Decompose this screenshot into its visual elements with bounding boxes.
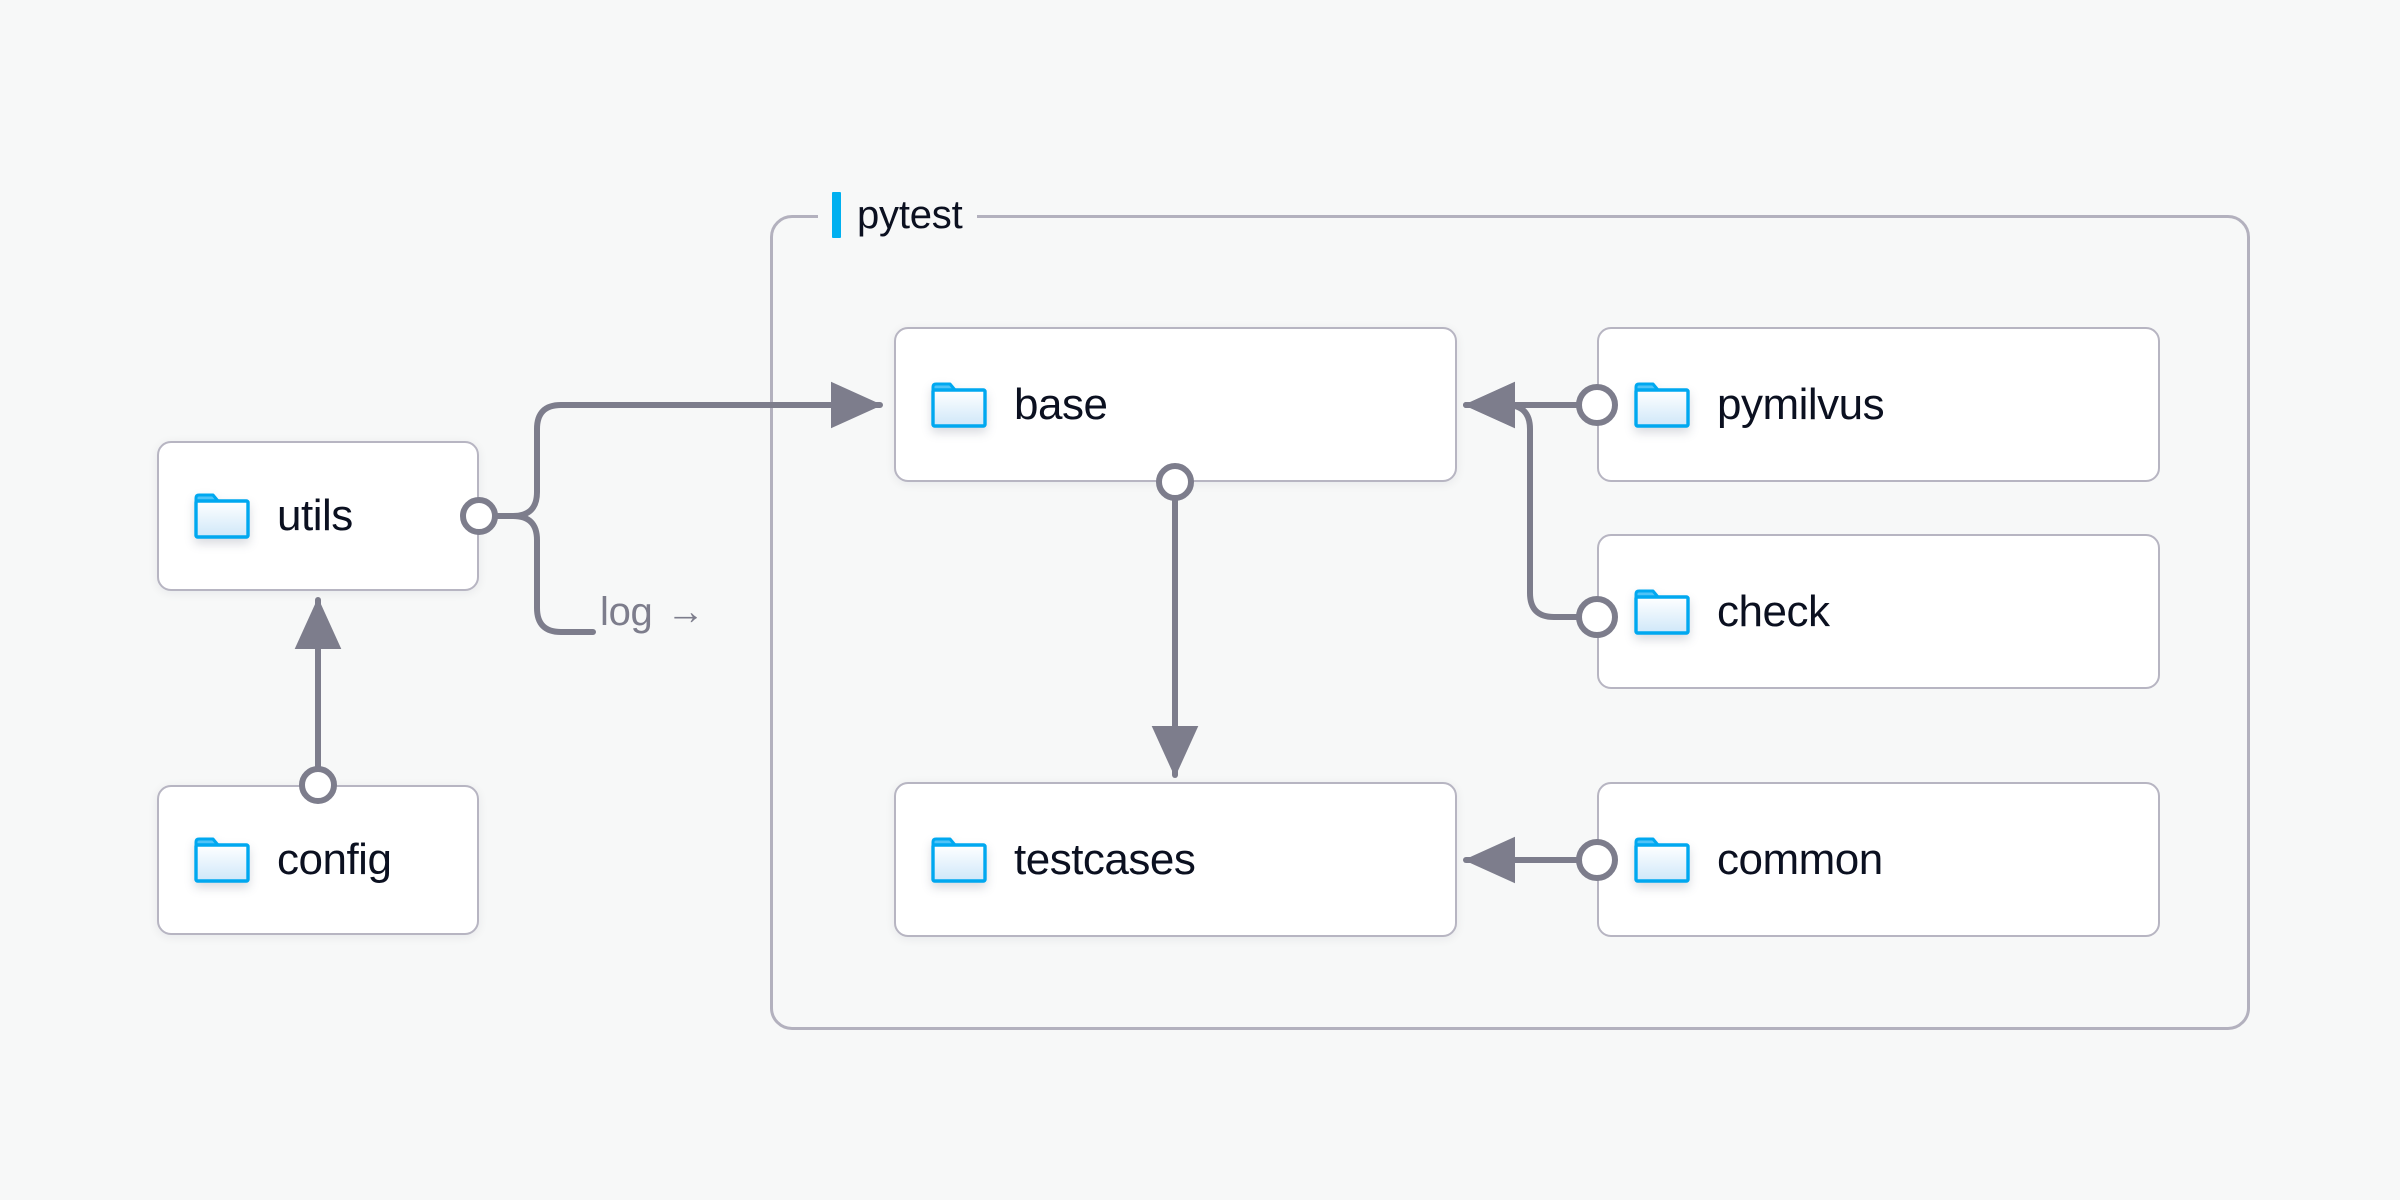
node-label: config <box>277 835 392 884</box>
node-label: testcases <box>1014 834 1196 884</box>
node-label: check <box>1717 586 1830 636</box>
edge-label-log: log → <box>600 592 704 632</box>
edge-utils-to-pytest-log <box>476 513 596 635</box>
folder-icon <box>1634 837 1690 883</box>
folder-icon <box>1634 382 1690 428</box>
group-title: pytest <box>857 192 963 237</box>
node-testcases[interactable]: testcases <box>894 782 1457 937</box>
folder-icon <box>1634 589 1690 635</box>
folder-icon <box>931 382 987 428</box>
node-pymilvus[interactable]: pymilvus <box>1597 327 2160 482</box>
node-base[interactable]: base <box>894 327 1457 482</box>
group-container-pytest[interactable] <box>770 215 2250 1030</box>
node-label: utils <box>277 491 353 540</box>
node-config[interactable]: config <box>157 785 479 935</box>
group-label-pytest: pytest <box>818 187 977 243</box>
node-label: pymilvus <box>1717 379 1885 429</box>
node-utils[interactable]: utils <box>157 441 479 591</box>
node-common[interactable]: common <box>1597 782 2160 937</box>
folder-icon <box>194 837 250 883</box>
accent-bar-icon <box>832 192 841 238</box>
folder-icon <box>931 837 987 883</box>
node-label: base <box>1014 379 1108 429</box>
folder-icon <box>194 493 250 539</box>
edge-label-text: log <box>600 590 653 634</box>
arrow-right-icon: → <box>666 591 705 633</box>
node-check[interactable]: check <box>1597 534 2160 689</box>
node-label: common <box>1717 834 1883 884</box>
